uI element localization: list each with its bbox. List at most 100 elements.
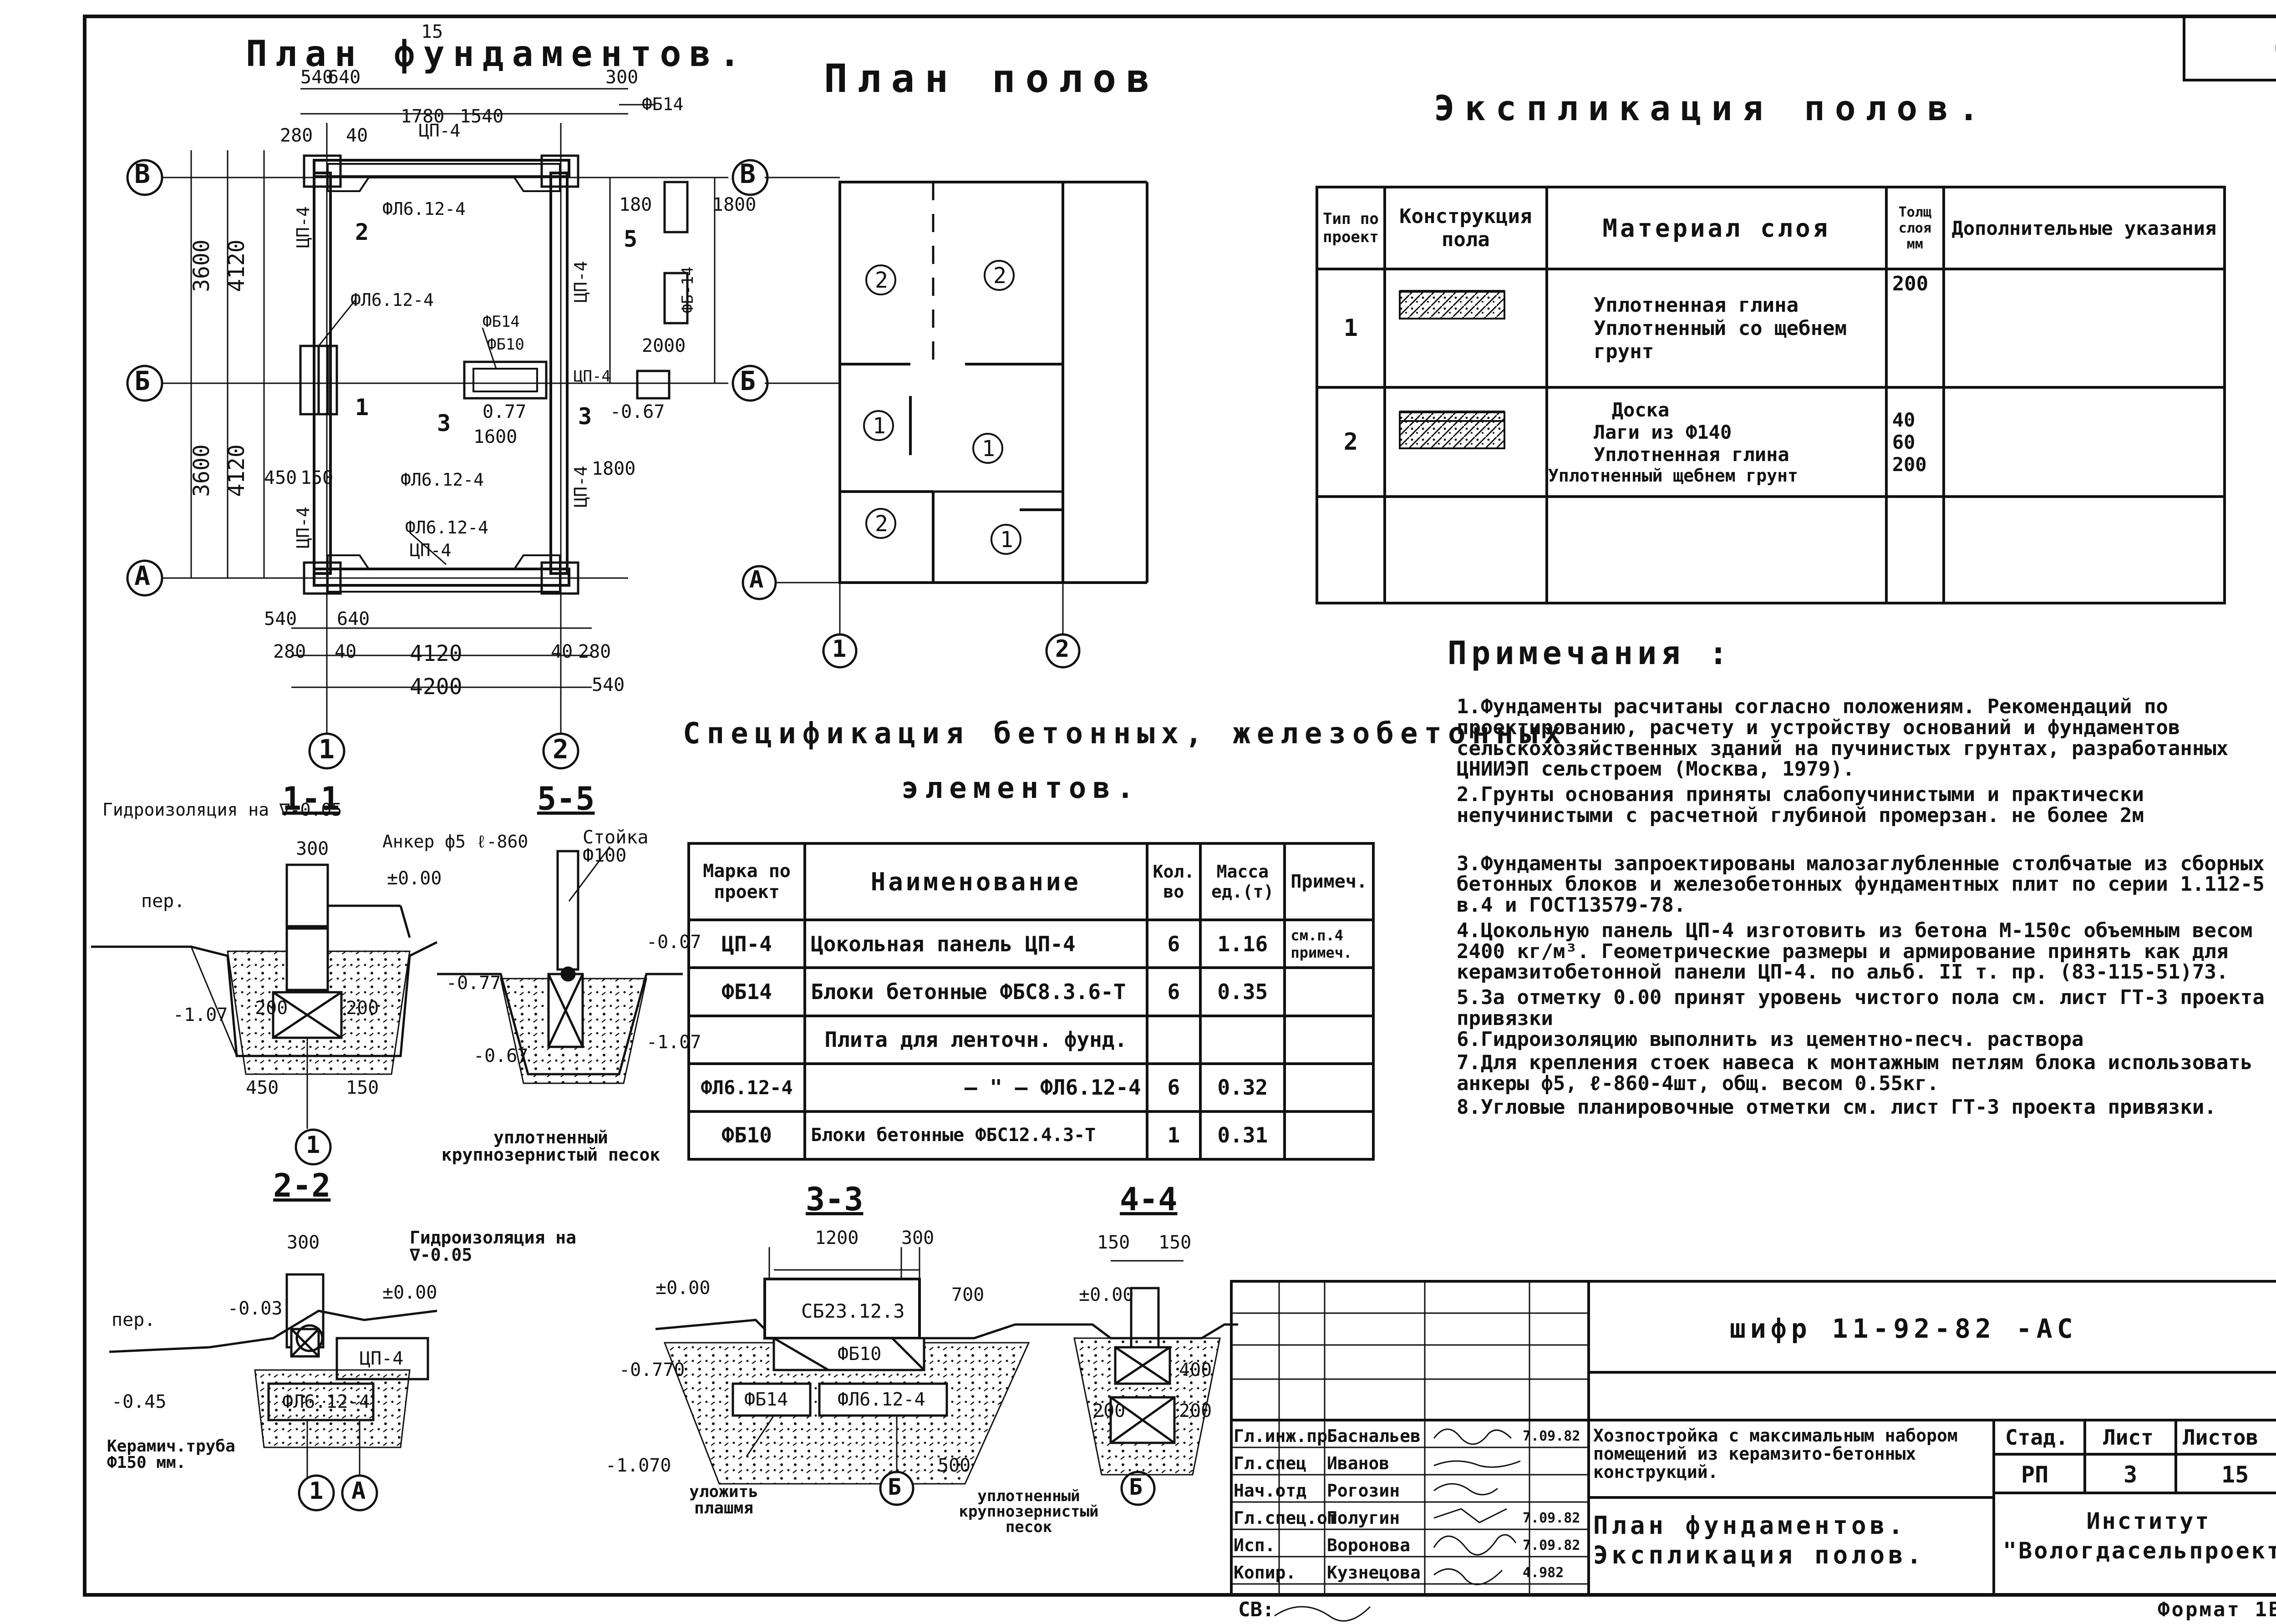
section-label: -0.67 [473,1045,528,1066]
section-label: ФЛ6.12-4 [838,1389,925,1410]
foundation-plan-title: План фундаментов. [246,34,749,75]
material: Уплотненный щебнем грунт [1548,465,1798,486]
spec-note [1283,1014,1375,1065]
project-name: Хозпостройка с максимальным набором поме… [1593,1426,1958,1482]
explication-title: Экспликация полов. [1434,88,1989,128]
floor-materials: Доска Лаги из Ф140 Уплотненная глина Упл… [1545,386,1888,498]
institute: Институт "Вологдасельпроект" [2003,1508,2276,1564]
explication-header: Толщ слоя мм [1885,186,1945,270]
room-type: 1 [1000,527,1013,553]
note-item: 7.Для крепления стоек навеса к монтажным… [1457,1051,2253,1095]
section-label: ±0.00 [655,1278,711,1299]
dim: 4120 [410,641,462,666]
spec-header: Примеч. [1283,842,1375,922]
stage-header: Стад. [2005,1425,2068,1450]
room-type-circles [863,260,1021,555]
section-label: 200 [346,998,379,1019]
spec-mark: ФБ10 [687,1110,807,1161]
note-item: 2.Грунты основания приняты слабопучинист… [1457,783,2144,827]
explication-table: Тип по проект Конструкция пола Материал … [1316,186,2226,604]
section-label: Гидроизоляция на ∇-0.05 [410,1228,577,1265]
plan-label: ФБ14 [642,94,684,114]
axis-label: А [134,560,153,591]
material: Доска [1611,398,1670,421]
dim: 1800 [592,458,636,479]
section-label: 150 [346,1077,379,1098]
signer-date: 7.09.82 [1523,1537,1580,1553]
section-label: уплотненный крупнозернистый песок [959,1487,1099,1536]
spec-name: Плита для ленточн. фунд. [803,1014,1148,1065]
signer-row: Нач.отд Рогозин [1234,1477,1589,1504]
spec-title: Спецификация бетонных, железобетонных [683,717,1568,751]
dim: 640 [328,67,361,88]
dim: 300 [605,67,639,88]
section-label: ФЛ6.12-4 [282,1391,370,1412]
thickness: 60 [1892,431,1915,453]
section-label: 300 [901,1228,935,1248]
dim: 4120 [224,239,249,292]
section-label: -1.07 [173,1005,228,1025]
section-label: 150 [1158,1232,1192,1253]
signer-date: 7.09.82 [1523,1510,1580,1526]
room-type: 2 [875,268,888,293]
dim: 280 [280,125,313,146]
signer-row: Копир. Кузнецова 4.982 [1234,1559,1589,1586]
spec-mass: 0.35 [1199,966,1286,1017]
section-label: ±0.00 [387,868,442,889]
spec-note [1283,1062,1375,1113]
sheets-value: 15 [2221,1462,2249,1488]
section-label: пер. [141,891,185,912]
dim: 150 [300,467,334,488]
explication-header: Дополнительные указания [1942,186,2226,270]
spec-header: Наименование [803,842,1148,922]
signer-role: Исп. [1234,1535,1275,1555]
section-title: 1-1 [282,780,340,817]
section-mark: 1 [355,394,372,421]
spec-table: Марка по проект Наименование Кол. во Мас… [687,842,1375,1161]
spec-header: Марка по проект [687,842,807,922]
section-label: -0.770 [619,1360,685,1380]
dim: 540 [592,675,625,695]
plan-label: ЦП-4 [410,540,452,560]
axis-label: Б [888,1474,904,1500]
explication-header: Материал слоя [1545,186,1888,270]
foundation-plan-lines [163,88,728,733]
plan-label: ФЛ6.12-4 [405,518,489,538]
plan-label: ЦП-4 [574,367,611,386]
section-title: 4-4 [1120,1181,1178,1218]
plan-label: ФБ-14 [679,266,697,314]
spec-mark: ФЛ6.12-4 [687,1062,807,1113]
section-label: ЦП-4 [360,1348,404,1369]
signer-date: 4.982 [1523,1564,1564,1581]
explication-header: Конструкция пола [1383,186,1548,270]
axis-label: 1 [306,1132,323,1159]
signer-role: Нач.отд [1234,1481,1307,1501]
section-label: 200 [1092,1401,1126,1421]
notes-title: Примечания : [1448,634,1732,672]
spec-mass [1199,1014,1286,1065]
axis-label: Б [134,365,153,396]
dim: 540 [300,67,334,88]
section-title: 5-5 [537,780,595,817]
plan-label: ФЛ6.12-4 [351,290,434,310]
material: Уплотненный со щебнем грунт [1593,316,1847,363]
section-5-5-lines [437,846,683,1084]
axis-label: В [740,158,758,189]
section-label: пер. [112,1309,156,1330]
section-mark: 3 [437,410,454,436]
axis-label: 1 [309,1477,326,1505]
signer-role: Гл.спец.от [1234,1508,1338,1528]
dim: 280 [578,641,611,662]
dim: 450 [264,467,297,488]
section-label: 150 [1097,1232,1130,1253]
signer-role: Гл.спец [1234,1453,1307,1473]
section-label: -0.45 [112,1391,167,1412]
spec-mass: 0.32 [1199,1062,1286,1113]
axis-label: 2 [553,734,571,765]
dim: 1540 [460,106,504,127]
spec-qty: 1 [1145,1110,1202,1161]
section-label: ФБ10 [838,1344,882,1365]
section-label: уплотненный крупнозернистый песок [441,1127,660,1165]
floor-type: 2 [1316,386,1386,498]
section-label: ФБ14 [744,1389,788,1410]
